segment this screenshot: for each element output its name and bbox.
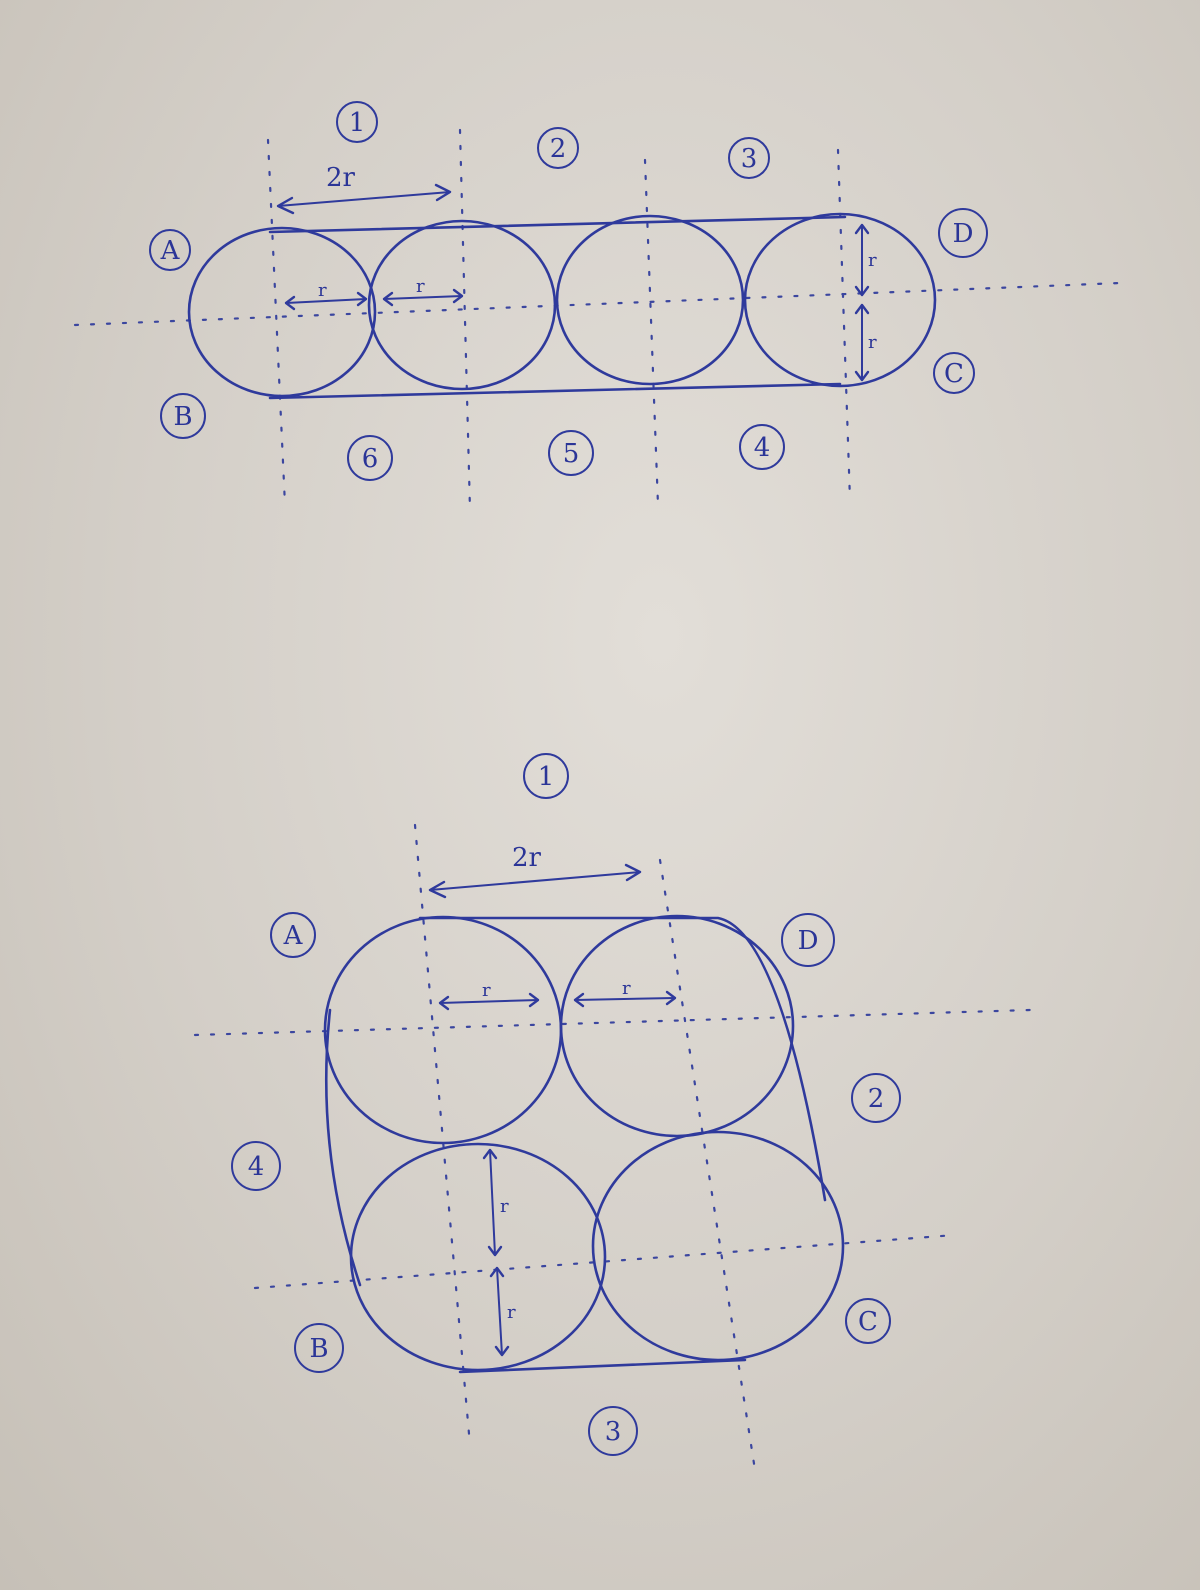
top-radius-arrow-1 bbox=[285, 298, 367, 304]
bottom-radius-arrowhead-4b bbox=[494, 1345, 510, 1357]
top-label-6: 6 bbox=[347, 435, 393, 481]
top-radius-label-4: r bbox=[868, 332, 877, 353]
top-radius-arrowhead-2b bbox=[452, 288, 464, 304]
bottom-belt-left bbox=[324, 1008, 362, 1287]
top-radius-arrowhead-4a bbox=[854, 303, 870, 315]
top-label-1: 1 bbox=[336, 101, 378, 143]
top-belt-lower bbox=[268, 382, 842, 400]
bottom-radius-arrowhead-1a bbox=[438, 995, 450, 1011]
bottom-radius-arrowhead-2a bbox=[573, 992, 585, 1008]
bottom-centerline-upper bbox=[193, 1008, 1032, 1037]
bottom-radius-label-2: r bbox=[622, 978, 631, 999]
bottom-radius-arrowhead-4a bbox=[489, 1266, 505, 1278]
top-radius-arrow-2 bbox=[383, 295, 463, 300]
bottom-radius-label-4: r bbox=[507, 1302, 516, 1323]
top-radius-arrowhead-1b bbox=[356, 291, 368, 307]
bottom-radius-arrowhead-3a bbox=[482, 1148, 498, 1160]
top-circle-2 bbox=[367, 219, 557, 391]
top-label-A: A bbox=[149, 229, 191, 271]
bottom-radius-arrow-4 bbox=[496, 1267, 503, 1356]
svg-text:2: 2 bbox=[868, 1084, 885, 1114]
bottom-radius-arrowhead-1b bbox=[528, 992, 540, 1008]
top-radius-label-1: r bbox=[318, 280, 327, 301]
svg-text:A: A bbox=[283, 921, 304, 951]
bottom-circle-top-right bbox=[559, 914, 795, 1138]
svg-text:D: D bbox=[798, 926, 819, 956]
svg-text:A: A bbox=[160, 236, 181, 266]
bottom-radius-arrowhead-2b bbox=[665, 990, 677, 1006]
svg-text:3: 3 bbox=[741, 144, 758, 174]
top-radius-label-2: r bbox=[416, 276, 425, 297]
top-circle-4 bbox=[743, 212, 937, 388]
top-dimension-label: 2r bbox=[326, 163, 356, 193]
bottom-label-1: 1 bbox=[523, 753, 569, 799]
diagram-bottom: 2r r r r r A D B bbox=[193, 753, 1032, 1472]
top-guide-1 bbox=[266, 138, 287, 507]
top-centerline bbox=[73, 281, 1122, 327]
top-dimension-arrow bbox=[277, 191, 451, 207]
svg-text:4: 4 bbox=[248, 1152, 265, 1182]
top-label-D: D bbox=[938, 208, 988, 258]
bottom-label-4: 4 bbox=[231, 1141, 281, 1191]
bottom-label-B: B bbox=[294, 1323, 344, 1373]
svg-text:5: 5 bbox=[563, 439, 580, 469]
bottom-radius-label-3: r bbox=[500, 1196, 509, 1217]
bottom-radius-arrow-1 bbox=[439, 999, 539, 1004]
top-radius-arrowhead-1a bbox=[284, 295, 296, 311]
top-belt-upper bbox=[268, 215, 847, 234]
bottom-radius-arrow-3 bbox=[489, 1149, 496, 1256]
bottom-belt-top bbox=[418, 916, 827, 1202]
svg-text:C: C bbox=[944, 359, 964, 389]
svg-text:6: 6 bbox=[362, 444, 379, 474]
top-dimension-arrowhead-left bbox=[276, 196, 295, 215]
svg-text:1: 1 bbox=[349, 108, 366, 138]
bottom-label-D: D bbox=[781, 913, 835, 967]
bottom-radius-arrow-2 bbox=[574, 997, 676, 1001]
top-label-C: C bbox=[933, 352, 975, 394]
svg-text:1: 1 bbox=[538, 762, 555, 792]
top-guide-4 bbox=[836, 148, 852, 502]
bottom-dimension-arrowhead-right bbox=[624, 863, 642, 882]
top-radius-label-3: r bbox=[868, 250, 877, 271]
bottom-dimension-arrow bbox=[429, 871, 641, 891]
top-label-4: 4 bbox=[739, 424, 785, 470]
top-circle-3 bbox=[555, 214, 745, 386]
bottom-label-3: 3 bbox=[588, 1406, 638, 1456]
diagram-top: 2r r r r r A B C D bbox=[73, 101, 1122, 512]
bottom-circle-bottom-right bbox=[591, 1130, 845, 1362]
svg-text:C: C bbox=[858, 1307, 878, 1337]
svg-text:4: 4 bbox=[754, 433, 771, 463]
top-label-3: 3 bbox=[728, 137, 770, 179]
top-label-B: B bbox=[160, 393, 206, 439]
bottom-radius-arrowhead-3b bbox=[487, 1245, 503, 1257]
top-radius-arrowhead-3b bbox=[854, 285, 870, 297]
svg-text:B: B bbox=[173, 402, 192, 432]
top-guide-2 bbox=[458, 128, 472, 512]
bottom-label-2: 2 bbox=[851, 1073, 901, 1123]
svg-text:3: 3 bbox=[605, 1417, 622, 1447]
top-guide-3 bbox=[643, 158, 660, 507]
bottom-label-C: C bbox=[845, 1298, 891, 1344]
bottom-label-A: A bbox=[270, 912, 316, 958]
bottom-belt-bottom bbox=[458, 1358, 747, 1374]
top-radius-arrowhead-2a bbox=[382, 291, 394, 307]
top-radius-arrowhead-3a bbox=[854, 223, 870, 235]
svg-text:2: 2 bbox=[550, 134, 567, 164]
top-dimension-arrowhead-right bbox=[434, 183, 452, 202]
bottom-dimension-label: 2r bbox=[512, 843, 542, 873]
bottom-dimension-arrowhead-left bbox=[428, 880, 447, 899]
top-label-2: 2 bbox=[537, 127, 579, 169]
bottom-radius-label-1: r bbox=[482, 980, 491, 1001]
bottom-circle-bottom-left bbox=[349, 1142, 607, 1372]
bottom-guide-2 bbox=[658, 858, 757, 1472]
top-label-5: 5 bbox=[548, 430, 594, 476]
svg-text:B: B bbox=[309, 1334, 328, 1364]
top-radius-arrowhead-4b bbox=[854, 370, 870, 382]
svg-text:D: D bbox=[953, 219, 974, 249]
top-circle-1 bbox=[187, 226, 377, 398]
bottom-circle-top-left bbox=[323, 915, 563, 1145]
